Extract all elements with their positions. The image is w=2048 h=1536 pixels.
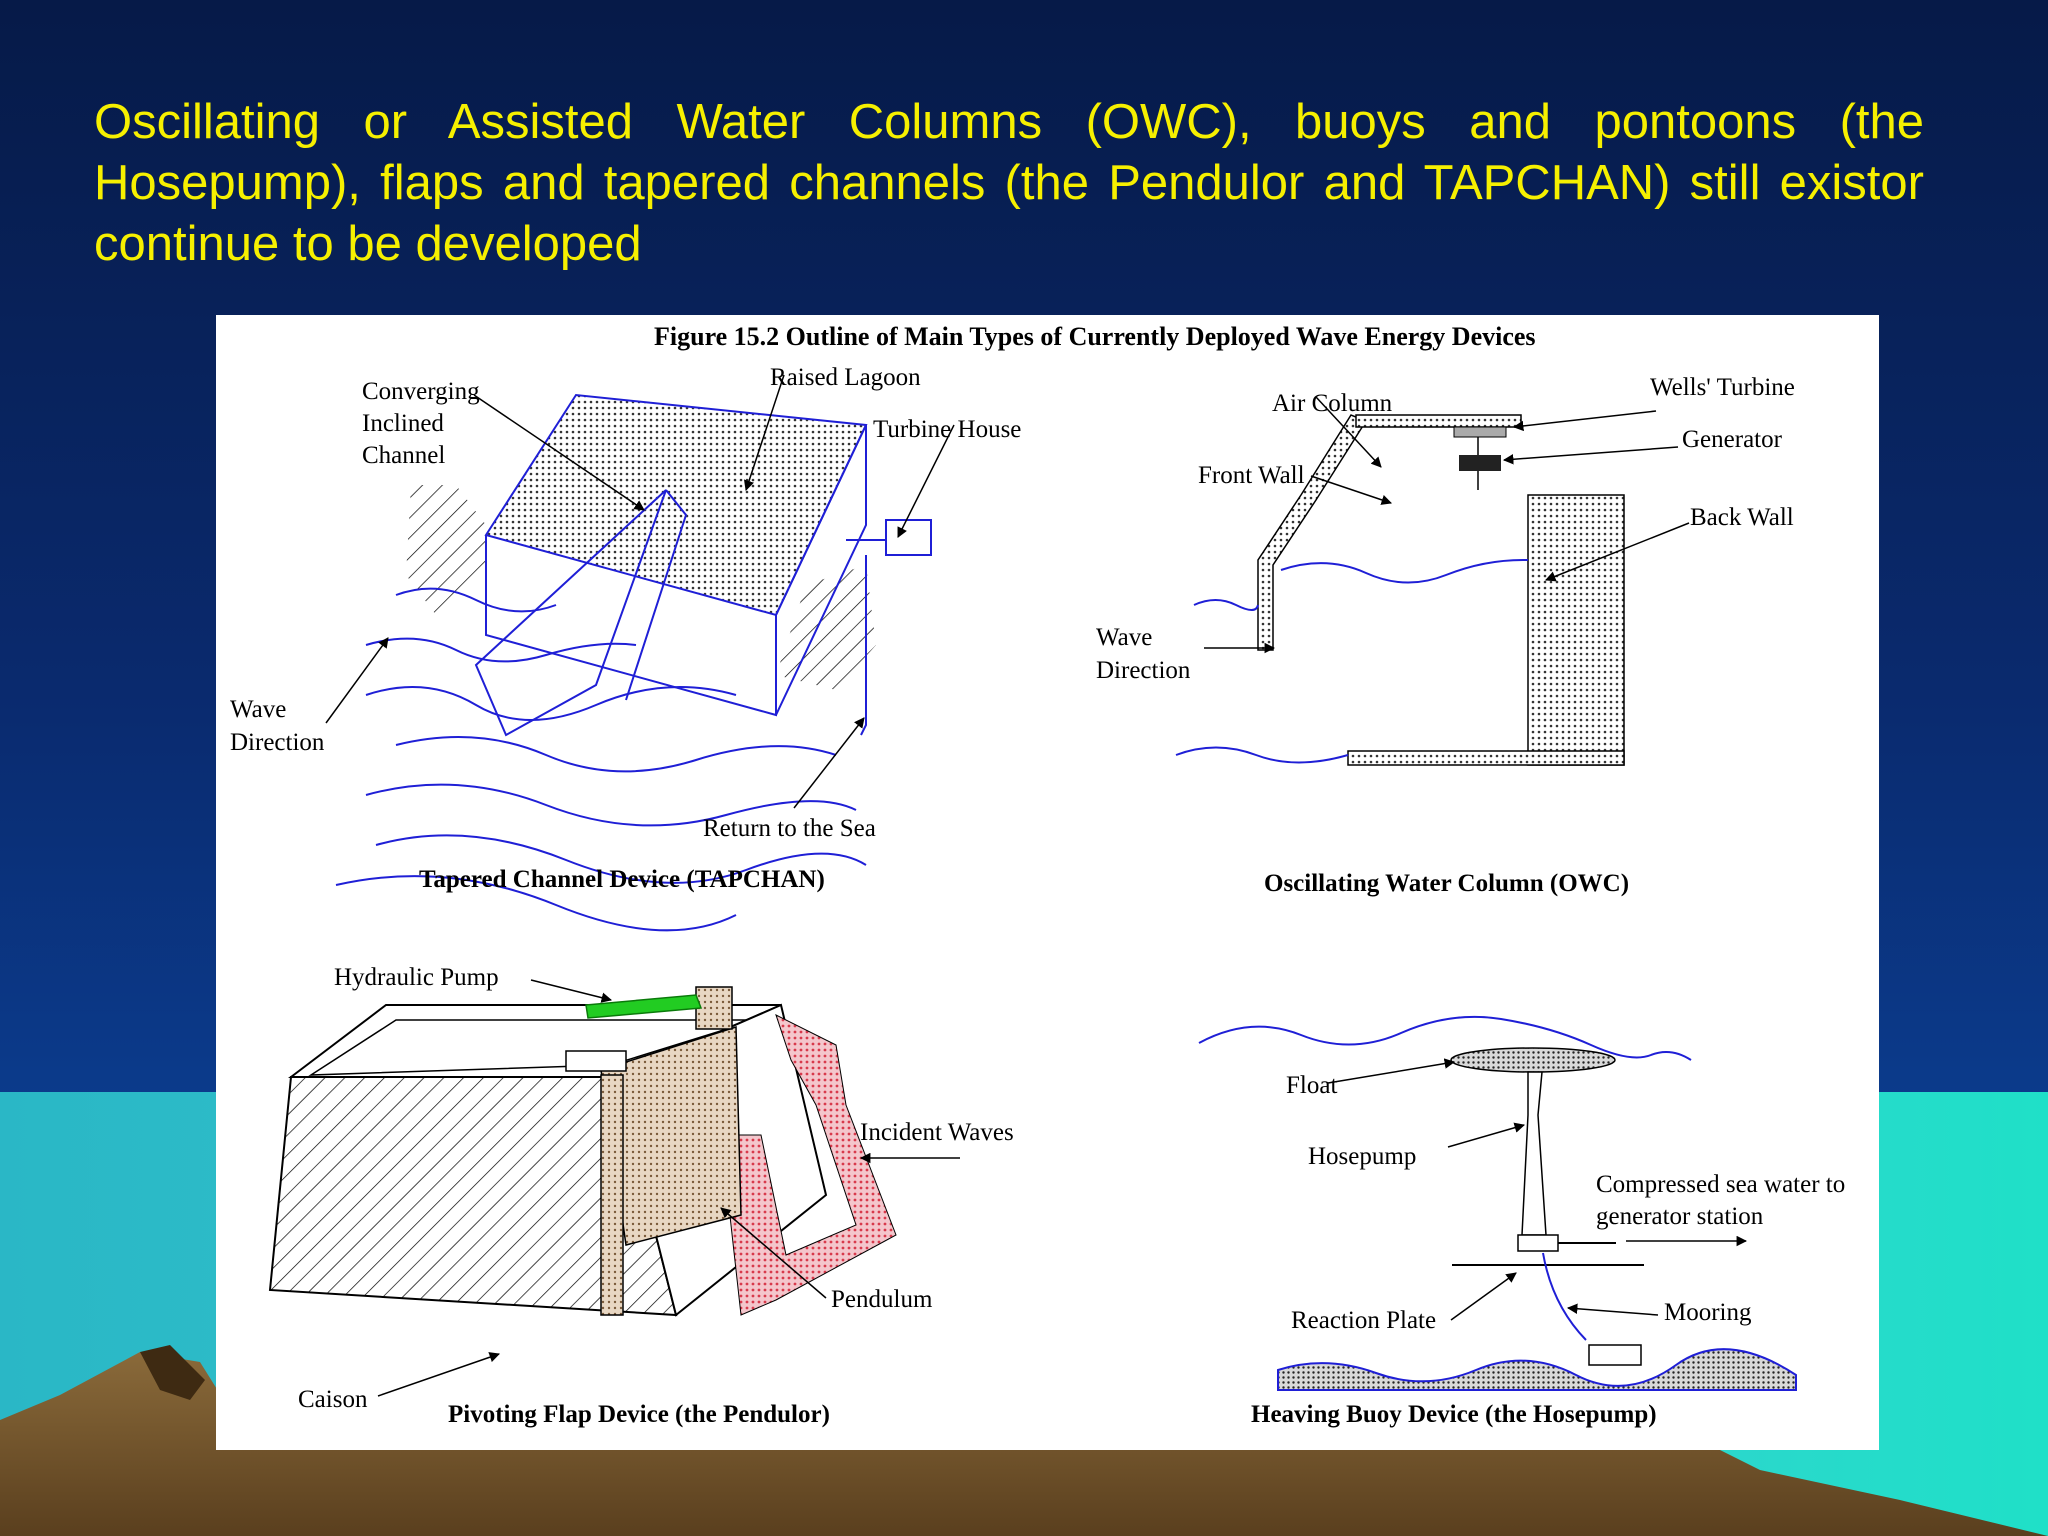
- owc-label-back-wall: Back Wall: [1690, 504, 1794, 531]
- rock-ridge: [140, 1345, 205, 1400]
- tapchan-label-direction: Direction: [230, 729, 325, 756]
- tapchan-label-channel: Channel: [362, 442, 445, 469]
- wave-energy-devices-figure: Figure 15.2 Outline of Main Types of Cur…: [230, 322, 1845, 1428]
- hosepump-label-compressed-2: generator station: [1596, 1203, 1764, 1230]
- tapchan-caption: Tapered Channel Device (TAPCHAN): [419, 866, 825, 893]
- owc-caption: Oscillating Water Column (OWC): [1264, 870, 1629, 897]
- figure-title: Figure 15.2 Outline of Main Types of Cur…: [654, 322, 1536, 351]
- tapchan-label-inclined: Inclined: [362, 410, 444, 437]
- hosepump-label-compressed-1: Compressed sea water to: [1596, 1171, 1845, 1198]
- hosepump-label-float: Float: [1286, 1072, 1337, 1099]
- owc-label-air-column: Air Column: [1272, 390, 1393, 417]
- hosepump-label-reaction-plate: Reaction Plate: [1291, 1307, 1436, 1334]
- owc-label-wells-turbine: Wells' Turbine: [1650, 374, 1795, 401]
- pendulor-label-incident-waves: Incident Waves: [860, 1119, 1014, 1146]
- pendulor-label-pendulum: Pendulum: [831, 1286, 933, 1313]
- owc-label-direction: Direction: [1096, 657, 1191, 684]
- pendulor-label-caison: Caison: [298, 1386, 368, 1413]
- hosepump-label-hosepump: Hosepump: [1308, 1143, 1416, 1170]
- owc-diagram: [1175, 396, 1690, 766]
- figure-panel: Figure 15.2 Outline of Main Types of Cur…: [216, 315, 1879, 1450]
- owc-label-front-wall: Front Wall: [1198, 462, 1305, 489]
- hosepump-diagram: [1198, 1015, 1797, 1391]
- tapchan-label-turbine-house: Turbine House: [873, 416, 1021, 443]
- tapchan-label-return: Return to the Sea: [703, 815, 876, 842]
- pendulor-label-hydraulic-pump: Hydraulic Pump: [334, 964, 499, 991]
- tapchan-label-converging: Converging: [362, 378, 480, 405]
- tapchan-label-raised-lagoon: Raised Lagoon: [770, 364, 921, 391]
- owc-label-generator: Generator: [1682, 426, 1783, 453]
- slide-body-text: Oscillating or Assisted Water Columns (O…: [94, 95, 1924, 271]
- hosepump-caption: Heaving Buoy Device (the Hosepump): [1251, 1401, 1657, 1428]
- tapchan-label-wave: Wave: [230, 696, 286, 723]
- pendulor-caption: Pivoting Flap Device (the Pendulor): [448, 1401, 830, 1428]
- hosepump-label-mooring: Mooring: [1664, 1299, 1752, 1326]
- pendulor-diagram: [268, 979, 960, 1397]
- owc-label-wave: Wave: [1096, 624, 1152, 651]
- tapchan-diagram: [325, 374, 955, 932]
